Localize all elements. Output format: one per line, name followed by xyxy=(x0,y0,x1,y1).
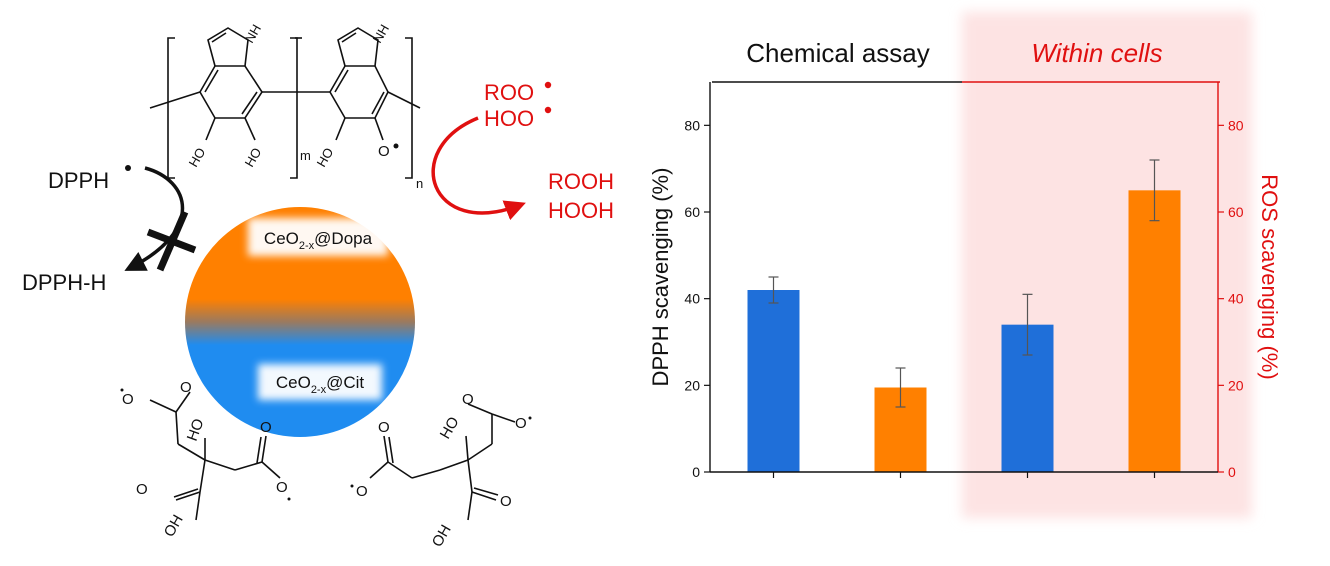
bars xyxy=(747,159,1181,478)
hoo-radical-dot xyxy=(544,106,552,114)
block-cross-icon xyxy=(146,210,197,272)
header-within-cells: Within cells xyxy=(1031,38,1162,68)
svg-text:O: O xyxy=(356,483,368,500)
hoo-label: HOO xyxy=(484,106,534,131)
nh-label-2: NH xyxy=(370,22,392,46)
ho-label-3: HO xyxy=(314,145,337,169)
dpph-h-label: DPPH-H xyxy=(22,270,106,295)
left-tick-label-20: 20 xyxy=(684,377,700,393)
right-axis-ticks: 0 20 40 60 80 xyxy=(1218,117,1244,480)
left-tick-label-80: 80 xyxy=(684,117,700,133)
citrate-left-structure xyxy=(149,391,281,521)
svg-text:O: O xyxy=(136,481,148,498)
svg-text:OH: OH xyxy=(161,512,187,540)
polydopamine-structure xyxy=(149,27,421,179)
dpph-radical-label: DPPH xyxy=(48,168,109,193)
subscript-m: m xyxy=(300,148,311,163)
right-tick-label-0: 0 xyxy=(1228,464,1236,480)
bar-0 xyxy=(747,290,800,472)
svg-text:O: O xyxy=(260,419,272,436)
ros-arrow xyxy=(431,116,526,221)
scavenging-chart: Chemical assay Within cells 0 20 40 60 80 0 2… xyxy=(648,12,1282,518)
svg-text:O: O xyxy=(500,493,512,510)
dpph-arrow xyxy=(124,166,185,271)
right-tick-label-60: 60 xyxy=(1228,204,1244,220)
o-radical-dot xyxy=(393,143,399,149)
svg-text:O: O xyxy=(276,479,288,496)
dopa-label: CeO2-x@Dopa xyxy=(264,229,373,252)
left-axis-label: DPPH scavenging (%) xyxy=(648,168,673,387)
right-tick-label-40: 40 xyxy=(1228,291,1244,307)
svg-text:O: O xyxy=(378,419,390,436)
dpph-radical-dot xyxy=(125,165,131,171)
left-tick-label-40: 40 xyxy=(684,291,700,307)
right-tick-label-80: 80 xyxy=(1228,117,1244,133)
header-chemical-assay: Chemical assay xyxy=(746,38,930,68)
svg-text:O: O xyxy=(122,391,134,408)
svg-text:O: O xyxy=(180,379,192,396)
svg-text:OH: OH xyxy=(429,522,455,550)
left-tick-label-0: 0 xyxy=(692,464,700,480)
svg-text:O: O xyxy=(515,415,527,432)
subscript-n: n xyxy=(416,176,423,191)
left-axis-ticks: 0 20 40 60 80 xyxy=(684,117,710,480)
bar-3 xyxy=(1128,190,1181,473)
right-tick-label-20: 20 xyxy=(1228,377,1244,393)
rooh-label: ROOH xyxy=(548,169,614,194)
svg-text:O: O xyxy=(462,391,474,408)
left-tick-label-60: 60 xyxy=(684,204,700,220)
right-axis-label: ROS scavenging (%) xyxy=(1257,174,1282,379)
hooh-label: HOOH xyxy=(548,198,614,223)
ho-label-1: HO xyxy=(186,145,209,169)
svg-text:HO: HO xyxy=(437,414,463,442)
ho-label-2: HO xyxy=(242,145,265,169)
cit-label: CeO2-x@Cit xyxy=(276,373,365,396)
roo-label: ROO xyxy=(484,80,534,105)
citrate-right-structure xyxy=(369,403,516,521)
polydopamine-labels: NH NH HO HO HO O m n xyxy=(186,22,424,191)
o-radical-label: O xyxy=(378,143,390,160)
roo-radical-dot xyxy=(544,81,552,89)
svg-text:HO: HO xyxy=(184,416,208,443)
nanoparticle-scheme: CeO2-x@Dopa CeO2-x@Cit DPPH DPPH-H ROO H… xyxy=(22,22,614,550)
nh-label-1: NH xyxy=(242,22,264,46)
